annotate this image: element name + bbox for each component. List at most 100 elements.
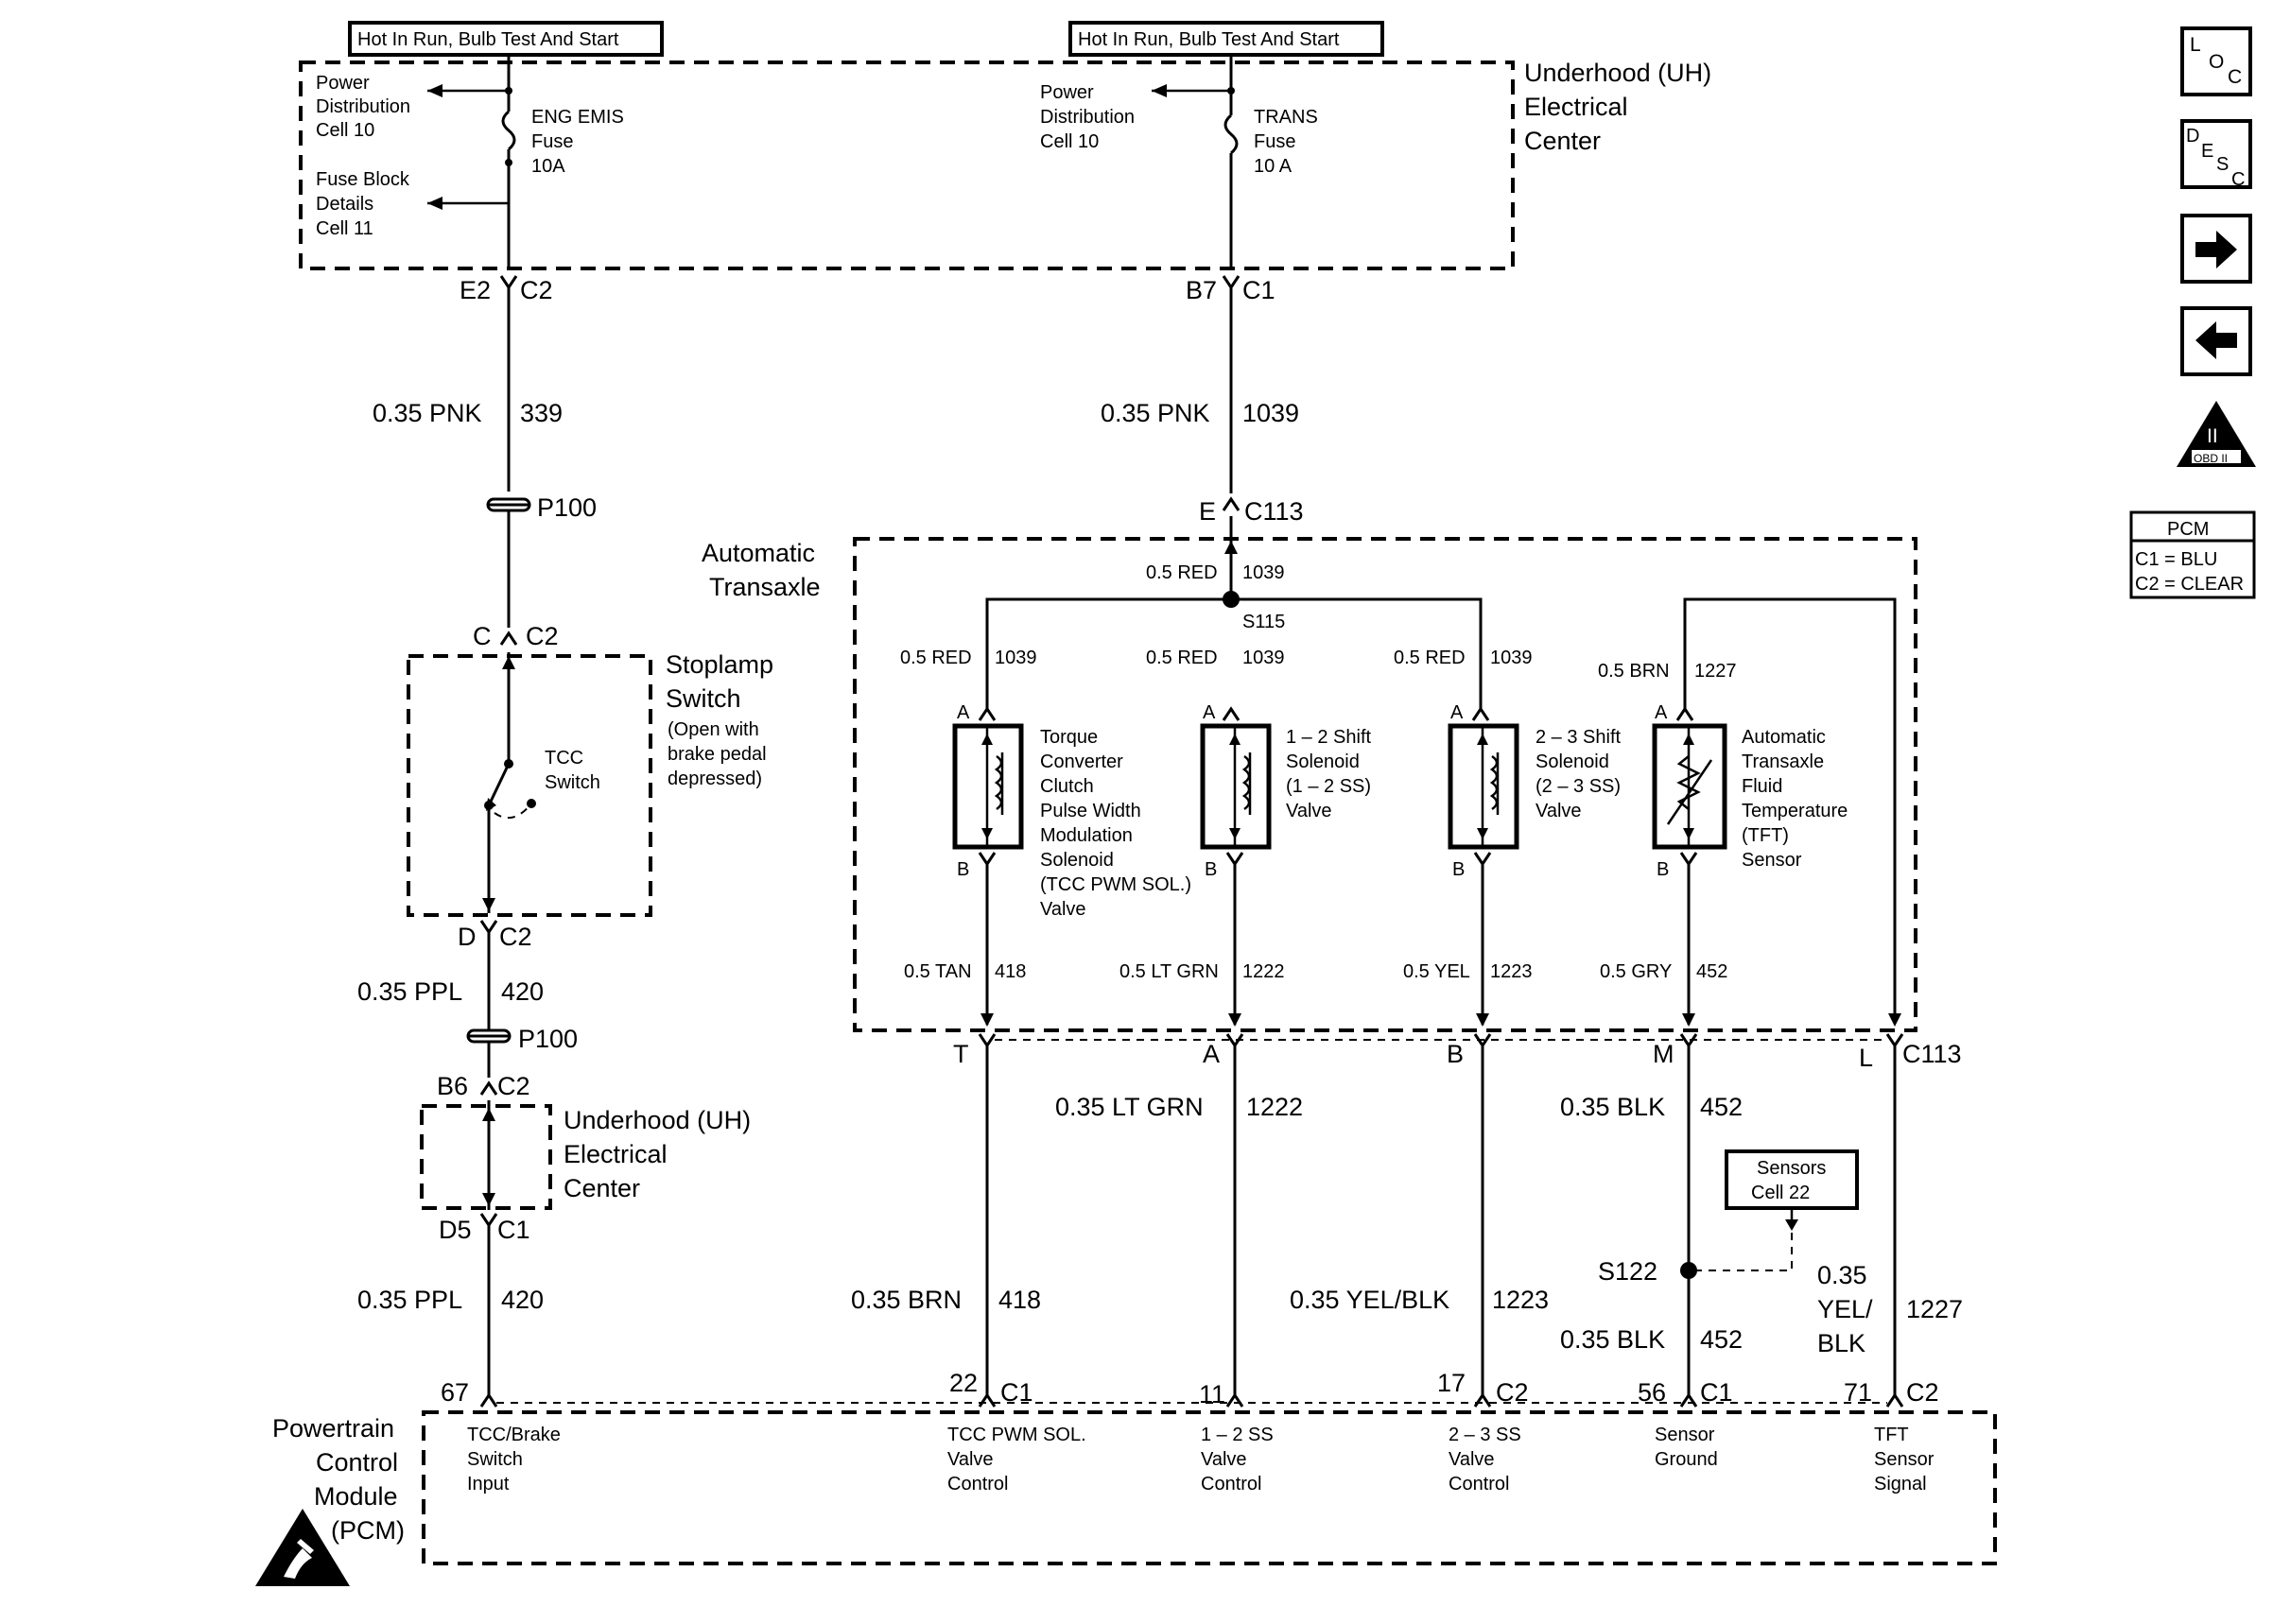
svg-text:Valve: Valve — [1201, 1449, 1247, 1470]
svg-text:0.5 TAN: 0.5 TAN — [904, 961, 972, 982]
pcm-tcc-pwm-label: TCC PWM SOL. Valve Control — [947, 1425, 1086, 1494]
svg-text:Hot In Run, Bulb Test And Star: Hot In Run, Bulb Test And Start — [357, 29, 619, 50]
wire-red-1039-ss12-label: 0.5 RED 1039 — [1146, 648, 1285, 668]
svg-text:OBD II: OBD II — [2194, 452, 2228, 465]
transaxle-title: Automatic Transaxle — [702, 539, 821, 601]
desc-icon[interactable]: D E S C — [2180, 119, 2252, 190]
wire-yelblk-1227-label: 0.35 YEL/ BLK 1227 — [1817, 1261, 1963, 1357]
svg-text:Details: Details — [316, 194, 373, 215]
svg-text:B7: B7 — [1186, 276, 1217, 304]
uh-center-top-boundary — [299, 60, 1515, 270]
shift-solenoid-1-2 — [1200, 723, 1272, 850]
svg-text:Fuse: Fuse — [531, 131, 573, 152]
svg-text:Fuse: Fuse — [1254, 131, 1295, 152]
svg-text:1039: 1039 — [995, 648, 1037, 668]
svg-text:420: 420 — [501, 977, 544, 1006]
svg-text:O: O — [2209, 51, 2224, 73]
tcc-pwm-solenoid — [952, 723, 1024, 850]
svg-text:E: E — [2201, 141, 2213, 162]
shift-solenoid-1-2-label: 1 – 2 Shift Solenoid (1 – 2 SS) Valve — [1286, 727, 1372, 821]
svg-text:C1 = BLU: C1 = BLU — [2135, 549, 2217, 570]
svg-text:A: A — [1203, 1040, 1220, 1068]
loc-icon[interactable]: L O C — [2180, 26, 2252, 96]
svg-text:Valve: Valve — [1449, 1449, 1495, 1470]
svg-text:1039: 1039 — [1242, 648, 1285, 668]
svg-text:Pulse Width: Pulse Width — [1040, 801, 1141, 821]
tft-sensor-label: Automatic Transaxle Fluid Temperature (T… — [1742, 727, 1848, 871]
svg-text:0.35 LT GRN: 0.35 LT GRN — [1055, 1093, 1204, 1121]
wire-blk-452-upper-label: 0.35 BLK 452 — [1560, 1093, 1743, 1121]
p100-bottom: P100 — [466, 1025, 578, 1053]
svg-text:Valve: Valve — [1286, 801, 1332, 821]
svg-text:A: A — [1450, 702, 1464, 723]
svg-text:22: 22 — [949, 1369, 978, 1397]
svg-text:C1: C1 — [497, 1216, 530, 1244]
shift-solenoid-2-3 — [1448, 723, 1519, 850]
svg-text:Fuse Block: Fuse Block — [316, 169, 410, 190]
uh-center-lower-boundary — [420, 1104, 552, 1210]
svg-text:Underhood (UH): Underhood (UH) — [1524, 59, 1711, 87]
connector-d-c2: D C2 — [458, 923, 532, 951]
wire-420-upper-label: 0.35 PPL 420 — [357, 977, 544, 1006]
svg-text:0.35 PNK: 0.35 PNK — [1101, 399, 1210, 427]
svg-text:Fluid: Fluid — [1742, 776, 1782, 797]
svg-text:Electrical: Electrical — [1524, 93, 1628, 121]
svg-text:L: L — [1859, 1044, 1873, 1072]
wire-ltgrn-1222-label: 0.5 LT GRN 1222 — [1119, 961, 1285, 982]
svg-text:0.5 LT GRN: 0.5 LT GRN — [1119, 961, 1219, 982]
svg-text:depressed): depressed) — [668, 769, 762, 789]
svg-text:1039: 1039 — [1242, 399, 1299, 427]
svg-text:Module: Module — [314, 1482, 398, 1511]
svg-text:Control: Control — [1449, 1474, 1509, 1494]
wire-brn-418-label: 0.35 BRN 418 — [851, 1286, 1041, 1314]
svg-text:Input: Input — [467, 1474, 510, 1494]
svg-text:C1: C1 — [1700, 1378, 1733, 1407]
svg-text:Transaxle: Transaxle — [1742, 752, 1824, 772]
svg-text:Converter: Converter — [1040, 752, 1123, 772]
arrow-left-icon[interactable] — [2180, 306, 2252, 376]
tft-sensor — [1652, 723, 1727, 850]
svg-text:D5: D5 — [439, 1216, 472, 1244]
svg-text:1227: 1227 — [1906, 1295, 1963, 1323]
wire-red-1039-ss23-label: 0.5 RED 1039 — [1394, 648, 1533, 668]
svg-text:E2: E2 — [460, 276, 491, 304]
svg-text:D: D — [458, 923, 477, 951]
svg-text:C: C — [2228, 66, 2242, 88]
svg-text:B: B — [957, 859, 969, 880]
svg-text:C113: C113 — [1244, 497, 1304, 526]
svg-text:67: 67 — [441, 1378, 469, 1407]
tcc-switch-label: TCC Switch — [545, 748, 600, 793]
svg-text:1039: 1039 — [1242, 562, 1285, 583]
svg-text:C2: C2 — [499, 923, 532, 951]
stoplamp-switch-title: Stoplamp Switch (Open with brake pedal d… — [666, 650, 773, 789]
wire-red-1039-tcc-label: 0.5 RED 1039 — [900, 648, 1037, 668]
svg-text:C1: C1 — [1000, 1378, 1033, 1407]
svg-text:1 – 2 SS: 1 – 2 SS — [1201, 1425, 1274, 1445]
svg-text:0.5 RED: 0.5 RED — [1394, 648, 1466, 668]
svg-text:TFT: TFT — [1874, 1425, 1909, 1445]
svg-text:C2: C2 — [520, 276, 553, 304]
svg-text:TCC/Brake: TCC/Brake — [467, 1425, 561, 1445]
svg-text:1222: 1222 — [1242, 961, 1285, 982]
svg-text:420: 420 — [501, 1286, 544, 1314]
wire-yel-1223-label: 0.5 YEL 1223 — [1403, 961, 1533, 982]
obd-ii-icon[interactable]: II OBD II — [2177, 401, 2256, 467]
svg-text:1 – 2 Shift: 1 – 2 Shift — [1286, 727, 1372, 748]
svg-text:Cell 11: Cell 11 — [316, 218, 373, 239]
svg-text:1223: 1223 — [1490, 961, 1533, 982]
arrow-right-icon[interactable] — [2180, 214, 2252, 284]
connector-b6-c2: B6 C2 — [437, 1072, 530, 1100]
stoplamp-switch-boundary — [407, 654, 652, 917]
svg-text:C2: C2 — [497, 1072, 530, 1100]
svg-text:452: 452 — [1700, 1325, 1743, 1354]
svg-text:Signal: Signal — [1874, 1474, 1927, 1494]
svg-text:Control: Control — [1201, 1474, 1261, 1494]
svg-text:Solenoid: Solenoid — [1040, 850, 1114, 871]
svg-text:Temperature: Temperature — [1742, 801, 1848, 821]
svg-text:Power: Power — [316, 73, 370, 94]
svg-text:Solenoid: Solenoid — [1536, 752, 1609, 772]
p100-top: P100 — [486, 493, 597, 522]
svg-text:E: E — [1199, 497, 1216, 526]
pcm-boundary — [422, 1410, 1997, 1565]
wire-gry-452-label: 0.5 GRY 452 — [1600, 961, 1727, 982]
